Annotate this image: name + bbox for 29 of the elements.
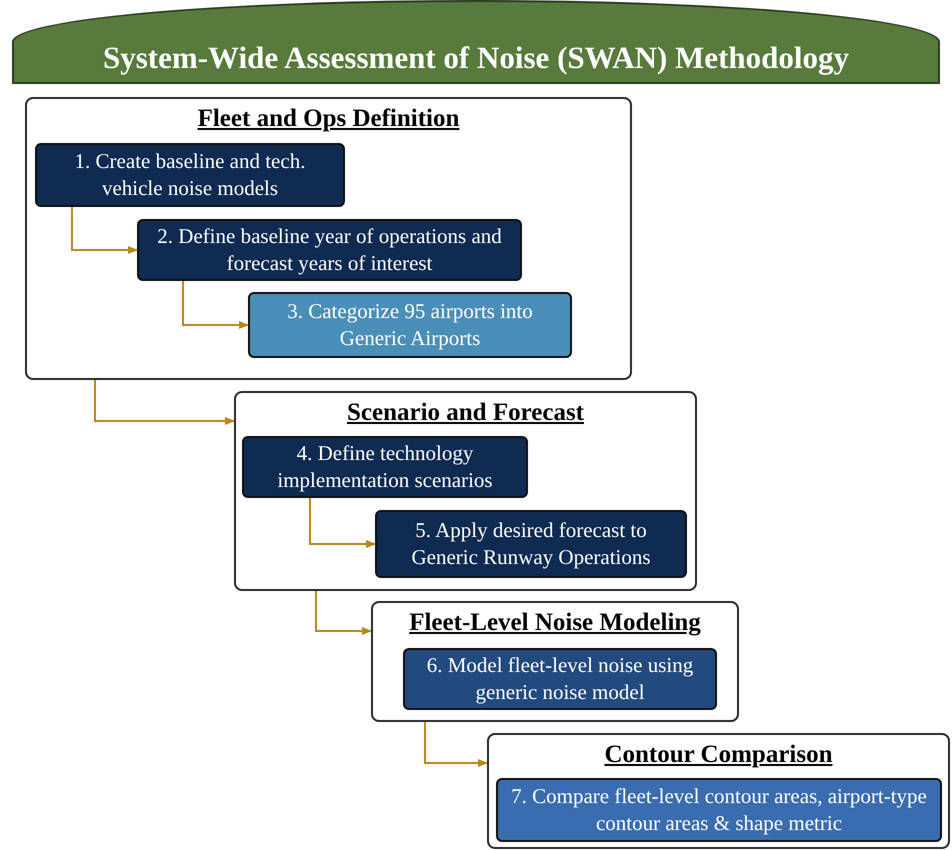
title-text: System-Wide Assessment of Noise (SWAN) Methodology bbox=[103, 39, 849, 78]
stage-panel bbox=[371, 601, 739, 722]
stage-panel bbox=[487, 733, 950, 849]
arrow bbox=[424, 722, 488, 767]
step-box bbox=[248, 292, 572, 358]
stage-heading: Contour Comparison bbox=[603, 740, 834, 770]
step-box bbox=[35, 143, 345, 207]
step-text: 3. Categorize 95 airports into Generic Airports bbox=[286, 298, 534, 352]
step-box bbox=[375, 510, 687, 578]
arrow bbox=[309, 498, 376, 548]
arrow bbox=[71, 207, 138, 254]
step-text: 7. Compare fleet-level contour areas, airport-type contour areas & shape metric bbox=[510, 782, 928, 837]
step-text: 2. Define baseline year of operations and forecast years of interest bbox=[156, 222, 503, 277]
step-box bbox=[403, 648, 717, 710]
step-text: 5. Apply desired forecast to Generic Runway Operations bbox=[410, 516, 652, 571]
step-text: 6. Model fleet-level noise using generic noise model bbox=[426, 652, 694, 706]
step-box bbox=[496, 778, 942, 842]
arrow bbox=[94, 380, 235, 425]
stage-panel bbox=[234, 391, 697, 591]
step-text: 4. Define technology implementation scenarios bbox=[276, 440, 494, 494]
arrow bbox=[182, 281, 249, 329]
stage-heading: Fleet and Ops Definition bbox=[196, 104, 460, 134]
stage-panel bbox=[25, 97, 632, 380]
step-text: 1. Create baseline and tech. vehicle noise models bbox=[74, 148, 306, 202]
stage-heading: Scenario and Forecast bbox=[346, 398, 585, 428]
arrow bbox=[315, 591, 372, 635]
step-box bbox=[242, 436, 528, 498]
step-box bbox=[137, 219, 522, 281]
stage-heading: Fleet-Level Noise Modeling bbox=[408, 608, 702, 638]
